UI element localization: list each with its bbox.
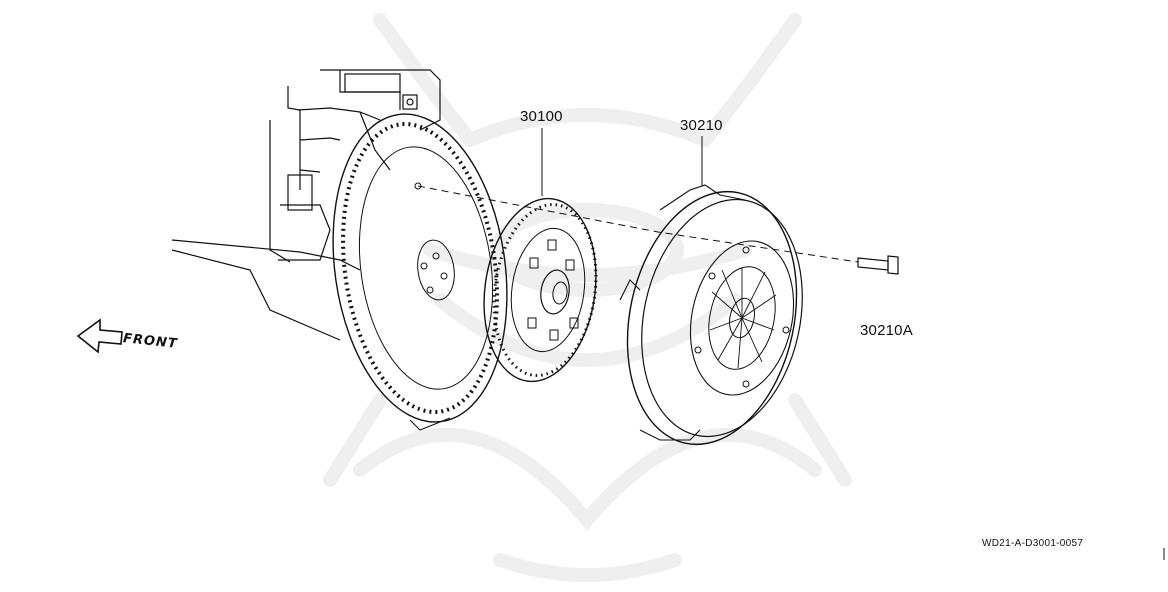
clutch-disc xyxy=(483,197,598,383)
front-arrow-icon xyxy=(76,318,123,354)
watermark-emblem xyxy=(323,13,852,582)
pressure-plate xyxy=(619,184,803,446)
bolt xyxy=(857,255,899,275)
alignment-dashed-line xyxy=(417,185,859,263)
engine-block xyxy=(171,69,441,341)
diagram-code: WD21-A-D3001-0057 xyxy=(982,538,1084,549)
callout-30210a: 30210A xyxy=(860,322,913,339)
callout-30100: 30100 xyxy=(520,108,563,125)
flywheel xyxy=(332,113,508,431)
callout-30210: 30210 xyxy=(680,117,723,134)
